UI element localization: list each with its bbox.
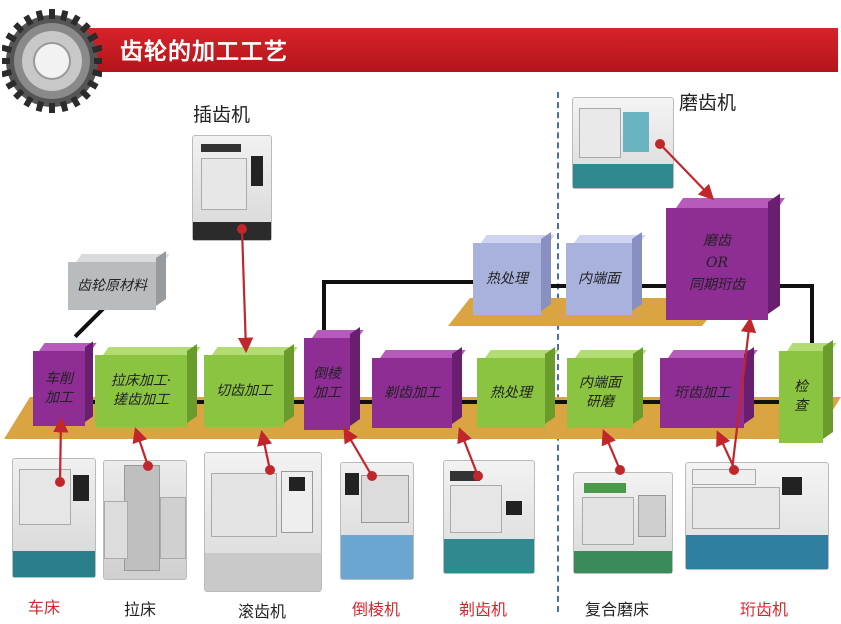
arrow-dot xyxy=(143,461,153,471)
process-grinding-or-honing-label: 磨齿 OR 同期珩齿 xyxy=(666,208,768,320)
arrow-lathe xyxy=(53,416,69,483)
raw-material-label: 齿轮原材料 xyxy=(68,262,156,310)
chamfer-label: 倒棱机 xyxy=(352,600,401,619)
gear-grinder-image xyxy=(572,97,674,189)
hobbing-image xyxy=(204,452,322,592)
honer-image xyxy=(685,462,829,570)
lathe-image xyxy=(12,458,96,578)
gear-shaper-label: 插齿机 xyxy=(193,104,251,126)
arrow-dot xyxy=(237,224,247,234)
honer-label: 珩齿机 xyxy=(740,600,789,619)
connector-line xyxy=(322,280,326,336)
process-bore-face-label: 内端面 xyxy=(566,243,632,315)
shaver-image xyxy=(443,460,535,574)
connector-line xyxy=(322,280,492,284)
section-divider xyxy=(557,92,559,612)
process-heat-treatment-1-label: 热处理 xyxy=(477,358,545,428)
gear-shaper-image xyxy=(192,135,272,241)
arrow-dot xyxy=(473,471,483,481)
arrow-chamfer xyxy=(343,427,373,477)
shaver-label: 剃齿机 xyxy=(459,600,508,619)
arrow-dot xyxy=(265,465,275,475)
arrow-broach xyxy=(132,427,150,467)
process-inspection-label: 检 查 xyxy=(779,351,823,443)
arrow-gear-shaper xyxy=(237,228,254,354)
arrow-dot xyxy=(655,139,665,149)
process-bore-grinding-label: 内端面 研磨 xyxy=(567,358,633,428)
hobbing-label: 滚齿机 xyxy=(238,602,287,621)
page-title: 齿轮的加工工艺 xyxy=(120,39,288,65)
arrow-composite xyxy=(601,429,622,471)
connector-line xyxy=(810,284,814,344)
lathe-label: 车床 xyxy=(28,598,61,617)
broach-label: 拉床 xyxy=(124,600,157,619)
arrow-dot xyxy=(55,477,65,487)
connector-line xyxy=(780,284,814,288)
title-banner xyxy=(78,28,838,72)
gear-grinder-label: 磨齿机 xyxy=(679,92,737,114)
process-chamfering-label: 倒棱 加工 xyxy=(304,338,350,430)
arrow-honer-2 xyxy=(730,316,757,471)
composite-label: 复合磨床 xyxy=(585,600,650,619)
broach-image xyxy=(103,460,187,580)
process-honing-label: 珩齿加工 xyxy=(660,358,744,428)
arrow-shaver xyxy=(457,427,480,477)
arrow-hobbing xyxy=(257,429,273,471)
arrow-dot xyxy=(367,471,377,481)
connector-line xyxy=(630,284,670,288)
arrow-gear-grinder xyxy=(659,143,715,201)
composite-image xyxy=(573,472,673,574)
process-gear-cutting-label: 切齿加工 xyxy=(204,355,284,427)
gear-icon xyxy=(2,9,102,113)
process-shaving-label: 剃齿加工 xyxy=(372,358,452,428)
chamfer-image xyxy=(340,462,414,580)
process-turning-label: 车削 加工 xyxy=(33,351,85,426)
process-heat-treatment-2-label: 热处理 xyxy=(473,243,541,315)
arrow-dot xyxy=(729,465,739,475)
process-broaching-label: 拉床加工· 搓齿加工 xyxy=(95,355,187,427)
arrow-dot xyxy=(615,465,625,475)
connector-line xyxy=(540,284,570,288)
